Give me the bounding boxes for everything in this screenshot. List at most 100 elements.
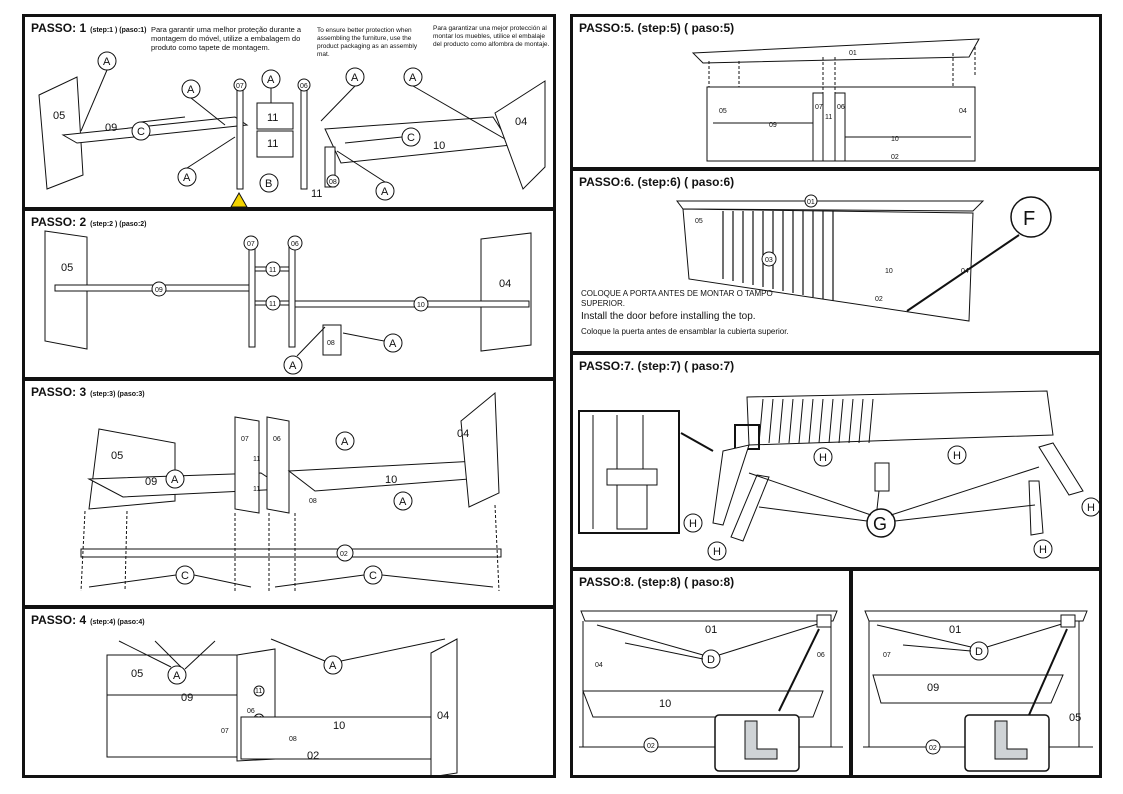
step1-callout-C2: C: [407, 132, 415, 144]
step3-label-09: 09: [145, 476, 157, 488]
step6-label-05: 05: [695, 218, 703, 225]
step8-left-label-04: 04: [595, 662, 603, 669]
step2-label-10: 10: [417, 302, 425, 309]
step3-label-06: 06: [273, 436, 281, 443]
step3-label-10: 10: [385, 474, 397, 486]
step1-label-10: 10: [433, 140, 445, 152]
step7-title: PASSO:7. (step:7) ( paso:7): [579, 359, 735, 373]
step7-callout-H1: H: [819, 452, 827, 464]
step3-callout-A3: A: [399, 496, 407, 508]
step5-panel: PASSO:5. (step:5) ( paso:5) 01 05 04 07 …: [570, 14, 1102, 170]
step5-label-07: 07: [815, 104, 823, 111]
step2-label-11a: 11: [269, 267, 276, 274]
step4-title: PASSO: 4(step:4) (paso:4): [31, 613, 145, 627]
step4-label-05: 05: [131, 668, 143, 680]
step2-callout-A2: A: [389, 338, 397, 350]
step1-callout-A3: A: [267, 74, 275, 86]
bracket-icon: [994, 720, 1028, 760]
step3-label-08: 08: [309, 498, 317, 505]
step1-callout-A1: A: [103, 56, 111, 68]
step8-right-label-07: 07: [883, 652, 891, 659]
step8-right-callout-D: D: [975, 646, 983, 658]
step1-label-11c: 11: [311, 188, 322, 200]
step6-panel: PASSO:6. (step:6) ( paso:6) 01 03 05 10 …: [570, 168, 1102, 354]
step1-label-06: 06: [300, 83, 308, 90]
step2-diagram: 05 04 09 10 07 06 11 11 08 A A: [44, 230, 532, 375]
step4-label-06: 06: [247, 708, 255, 715]
step5-title: PASSO:5. (step:5) ( paso:5): [579, 21, 735, 35]
step8-left-label-10: 10: [659, 698, 671, 710]
step1-callout-A5: A: [409, 72, 417, 84]
step3-label-07: 07: [241, 436, 249, 443]
step1-title: PASSO: 1(step:1 ) (paso:1): [31, 21, 147, 35]
step1-callout-C1: C: [137, 126, 145, 138]
step3-label-05: 05: [111, 450, 123, 462]
step6-note-es: Coloque la puerta antes de ensamblar la …: [581, 327, 789, 336]
step1-callout-A4: A: [351, 72, 359, 84]
step5-label-06: 06: [837, 104, 845, 111]
step6-note-en: Install the door before installing the t…: [581, 311, 756, 322]
step2-label-06: 06: [291, 241, 299, 248]
step2-title: PASSO: 2(step:2 ) (paso:2): [31, 215, 147, 229]
step8-left-label-02: 02: [647, 743, 655, 750]
step1-label-04: 04: [515, 116, 527, 128]
step7-callout-H2: H: [953, 450, 961, 462]
step3-label-11b: 11: [253, 486, 260, 493]
step8-right-label-01: 01: [949, 624, 961, 636]
step8-left-callout-D: D: [707, 654, 715, 666]
step6-label-01: 01: [807, 199, 815, 206]
step4-label-08: 08: [289, 736, 297, 743]
step3-panel: PASSO: 3(step:3) (paso:3) 05 09 07 06 11…: [22, 378, 556, 608]
step7-diagram: H H H H H H G: [578, 390, 1099, 561]
step3-label-02: 02: [340, 551, 348, 558]
step2-panel: PASSO: 2(step:2 ) (paso:2) 05 04 09 10 0…: [22, 208, 556, 380]
step4-label-04: 04: [437, 710, 449, 722]
step5-label-01: 01: [849, 50, 857, 57]
step6-note-pt: COLOQUE A PORTA ANTES DE MONTAR O TAMPO …: [581, 289, 773, 308]
step6-title: PASSO:6. (step:6) ( paso:6): [579, 175, 735, 189]
step3-callout-A1: A: [171, 474, 179, 486]
step5-label-04: 04: [959, 108, 967, 115]
step4-label-11a: 11: [255, 688, 262, 695]
step1-label-11b: 11: [267, 138, 278, 150]
step6-callout-F: F: [1023, 208, 1035, 230]
step3-diagram: 05 09 07 06 11 11 10 08 04 02 A A A C C: [80, 391, 502, 592]
step1-callout-B: B: [265, 178, 272, 190]
step4-callout-A2: A: [329, 660, 337, 672]
step4-label-02: 02: [307, 750, 319, 762]
step4-callout-A1: A: [173, 670, 181, 682]
step6-label-10: 10: [885, 268, 893, 275]
step2-label-05: 05: [61, 262, 73, 274]
step4-label-09: 09: [181, 692, 193, 704]
step2-label-11b: 11: [269, 301, 276, 308]
step4-label-10: 10: [333, 720, 345, 732]
step8-right-label-02: 02: [929, 745, 937, 752]
step2-label-08: 08: [327, 340, 335, 347]
step3-label-04: 04: [457, 428, 469, 440]
step1-diagram: 05 09 11 11 07 06 10 04 08 11 A A A A A …: [38, 51, 546, 207]
step1-callout-A7: A: [381, 186, 389, 198]
step7-panel: PASSO:7. (step:7) ( paso:7) H H H H H H …: [570, 352, 1102, 570]
step1-callout-A6: A: [183, 172, 191, 184]
step7-callout-G: G: [873, 514, 887, 534]
step1-label-05: 05: [53, 110, 65, 122]
step1-panel: PASSO: 1(step:1 ) (paso:1) Para garantir…: [22, 14, 556, 210]
step7-callout-H4: H: [713, 546, 721, 558]
step3-title: PASSO: 3(step:3) (paso:3): [31, 385, 145, 399]
step1-label-11a: 11: [267, 112, 278, 124]
step5-label-02: 02: [891, 154, 899, 161]
step4-label-07: 07: [221, 728, 229, 735]
step8-diagram: 01 04 06 10 02 D 01 07 09 05 02 D: [579, 571, 1093, 775]
step1-note-pt: Para garantir uma melhor proteção durant…: [151, 25, 302, 52]
step8-title: PASSO:8. (step:8) ( paso:8): [579, 575, 735, 589]
step8-right-label-09: 09: [927, 682, 939, 694]
step3-callout-C1: C: [181, 570, 189, 582]
step8-left-label-06: 06: [817, 652, 825, 659]
step3-label-11a: 11: [253, 456, 260, 463]
step1-label-07: 07: [236, 83, 244, 90]
step2-label-04: 04: [499, 278, 511, 290]
step4-panel: PASSO: 4(step:4) (paso:4) 05 09 07 06 11…: [22, 606, 556, 778]
step7-callout-H6: H: [1039, 544, 1047, 556]
step6-label-03: 03: [765, 257, 773, 264]
step5-label-05: 05: [719, 108, 727, 115]
